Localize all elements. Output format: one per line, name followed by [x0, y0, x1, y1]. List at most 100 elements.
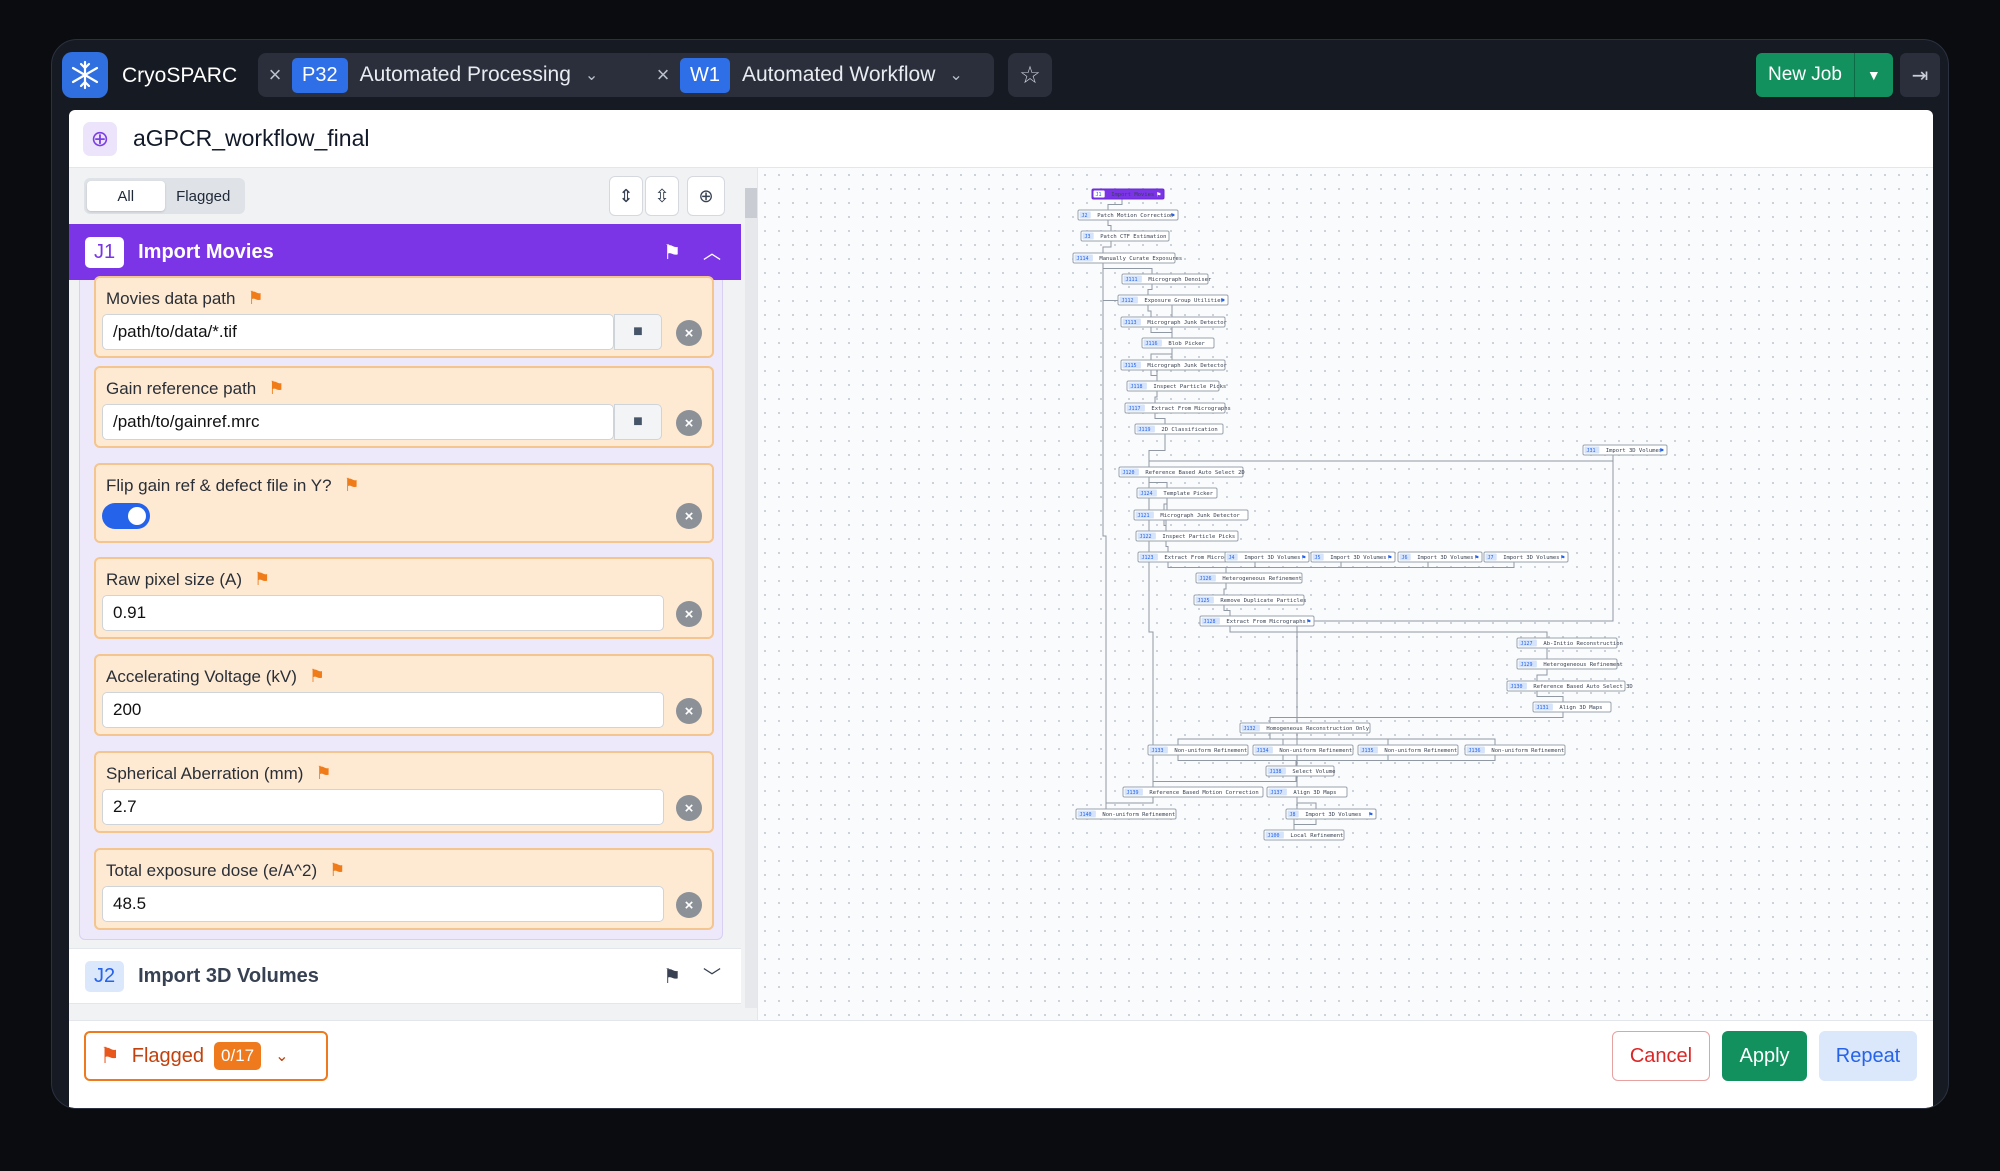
cancel-button[interactable]: Cancel [1612, 1031, 1710, 1081]
folder-icon[interactable]: ■ [614, 404, 662, 440]
job-header-j1[interactable]: J1 Import Movies ⚑ ︿ [69, 224, 741, 280]
graph-edge [1105, 797, 1154, 809]
param-label: Raw pixel size (A)⚑ [106, 569, 270, 590]
flag-icon[interactable]: ⚑ [254, 569, 271, 589]
graph-node-label: Import 3D Volumes [1330, 555, 1386, 561]
chevron-down-icon[interactable]: ﹀ [703, 967, 721, 987]
chevron-down-icon[interactable]: ⌄ [584, 67, 599, 84]
repeat-button[interactable]: Repeat [1819, 1031, 1917, 1081]
flag-icon[interactable]: ⚑ [247, 288, 264, 308]
flag-icon[interactable]: ⚑ [663, 241, 681, 264]
flag-icon[interactable]: ⚑ [268, 378, 285, 398]
graph-node-id: J1 [1096, 192, 1102, 198]
total-exposure-dose-input[interactable]: 48.5 [102, 886, 664, 922]
chevron-down-icon[interactable]: ⌄ [949, 67, 963, 84]
gain-reference-path-input[interactable]: /path/to/gainref.mrc [102, 404, 614, 440]
expand-all-icon[interactable]: ⇕ [609, 176, 643, 216]
filter-flagged-button[interactable]: Flagged [176, 187, 231, 205]
clear-icon[interactable]: × [676, 892, 702, 918]
accelerating-voltage-input[interactable]: 200 [102, 692, 664, 728]
param-label: Flip gain ref & defect file in Y?⚑ [106, 475, 360, 496]
raw-pixel-size-input[interactable]: 0.91 [102, 595, 664, 631]
flip-gain-toggle[interactable] [102, 503, 150, 529]
new-job-button[interactable]: New Job ▼ [1756, 53, 1893, 97]
graph-node-label: Non-uniform Refinement [1102, 812, 1175, 818]
clear-icon[interactable]: × [676, 601, 702, 627]
apply-button[interactable]: Apply [1722, 1031, 1807, 1081]
close-icon[interactable]: × [656, 62, 670, 87]
clear-icon[interactable]: × [676, 503, 702, 529]
clear-icon[interactable]: × [676, 410, 702, 436]
flagged-dropdown[interactable]: ⚑ Flagged 0/17 ⌄ [84, 1031, 328, 1081]
flag-icon[interactable]: ⚑ [343, 475, 360, 495]
flag-icon[interactable]: ⚑ [329, 860, 346, 880]
flag-icon[interactable]: ⚑ [315, 763, 332, 783]
flag-icon[interactable]: ⚑ [663, 965, 681, 988]
clear-icon[interactable]: × [676, 320, 702, 346]
spherical-aberration-input[interactable]: 2.7 [102, 789, 664, 825]
crosshair-icon[interactable]: ⊕ [687, 176, 725, 216]
graph-node-box [1239, 722, 1371, 734]
tab-workflow[interactable]: × W1 Automated Workflow ⌄ [646, 53, 994, 97]
graph-node-label: Import 3D Volumes [1417, 555, 1473, 561]
scrollbar[interactable] [745, 188, 759, 1008]
clear-icon[interactable]: × [676, 698, 702, 724]
star-icon[interactable]: ☆ [1008, 53, 1052, 97]
cryosparc-logo-icon[interactable] [62, 52, 108, 98]
folder-icon[interactable]: ■ [614, 314, 662, 350]
tab-project[interactable]: × P32 Automated Processing ⌄ [258, 53, 688, 97]
movies-data-path-input[interactable]: /path/to/data/*.tif [102, 314, 614, 350]
flag-icon[interactable]: ⚑ [308, 666, 326, 686]
clear-icon[interactable]: × [676, 795, 702, 821]
scrollbar-thumb[interactable] [745, 188, 759, 218]
chevron-down-icon[interactable]: ▼ [1866, 67, 1881, 83]
close-icon[interactable]: × [268, 62, 282, 87]
job-header-j2[interactable]: J2 Import 3D Volumes ⚑ ﹀ [69, 948, 741, 1004]
filter-all-button[interactable]: All [87, 181, 165, 211]
exit-panel-icon[interactable]: ⇥ [1900, 53, 1940, 97]
collapse-all-icon[interactable]: ⇳ [645, 176, 679, 216]
chevron-up-icon[interactable]: ︿ [703, 243, 721, 263]
